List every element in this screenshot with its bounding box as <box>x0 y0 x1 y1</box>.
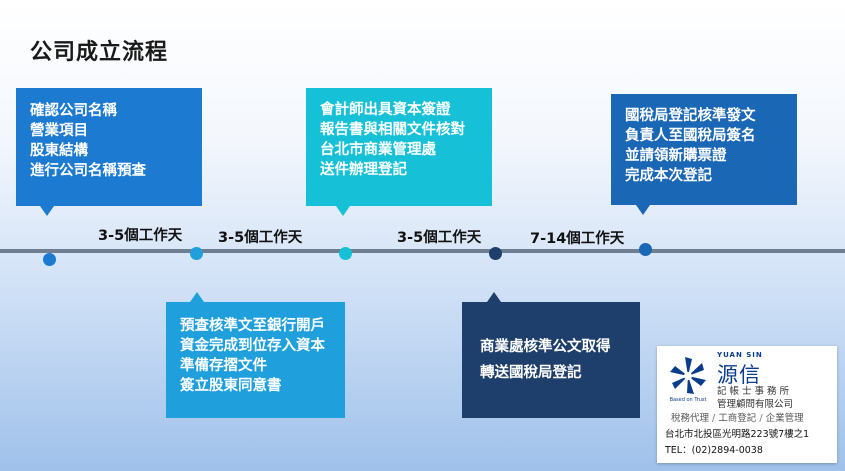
step-2-line-3: 準備存摺文件 <box>180 358 267 374</box>
company-sub-1: 記帳士事務所 <box>717 386 793 397</box>
step-2-line-4: 簽立股東同意書 <box>180 378 282 394</box>
company-logo-icon: Based on Trust <box>670 357 707 403</box>
company-name-en: YUAN SIN <box>717 351 763 359</box>
step-1-dot <box>43 253 56 266</box>
step-1-pointer <box>40 206 54 216</box>
step-5-line-4: 完成本次登記 <box>625 168 712 184</box>
logo-tagline: Based on Trust <box>670 397 707 403</box>
step-3-dot <box>339 247 352 260</box>
step-4-line-1: 商業處核準公文取得 <box>480 339 611 355</box>
step-2-dot <box>190 247 203 260</box>
step-5-line-2: 負責人至國稅局簽名 <box>625 128 756 144</box>
step-1-line-1: 確認公司名稱 <box>30 103 117 119</box>
step-3-line-3: 台北市商業管理處 <box>320 142 436 158</box>
step-2-line-2: 資金完成到位存入資本 <box>180 338 325 354</box>
step-1-line-4: 進行公司名稱預查 <box>30 163 146 179</box>
company-card: Based on Trust YUAN SIN 源信 記帳士事務所 管理顧問有限… <box>657 346 837 463</box>
step-1-line-3: 股東結構 <box>30 143 88 159</box>
service-3: 企業管理 <box>765 413 804 424</box>
step-2-pointer <box>190 292 204 302</box>
step-3-line-2: 報告書與相關文件核對 <box>320 122 465 138</box>
service-1: 稅務代理 <box>671 413 710 424</box>
step-3-line-4: 送件辦理登記 <box>320 162 407 178</box>
step-5-pointer <box>636 205 650 215</box>
service-2: 工商登記 <box>718 413 757 424</box>
page-title: 公司成立流程 <box>30 40 169 65</box>
step-5-line-3: 並請領新購票證 <box>625 148 727 164</box>
step-box-2: 預查核準文至銀行開戶 資金完成到位存入資本 準備存摺文件 簽立股東同意書 <box>166 302 345 418</box>
step-4-pointer <box>487 292 501 302</box>
step-box-1: 確認公司名稱 營業項目 股東結構 進行公司名稱預查 <box>16 88 202 206</box>
step-3-pointer <box>336 206 350 216</box>
duration-label-1: 3-5個工作天 <box>98 228 183 244</box>
company-address: 台北市北投區光明路223號7樓之1 <box>665 429 810 440</box>
company-tel: TEL：(02)2894-0038 <box>665 445 763 456</box>
duration-label-2: 3-5個工作天 <box>218 230 303 246</box>
step-2-line-1: 預查核準文至銀行開戶 <box>180 318 325 334</box>
company-sub-2: 管理顧問有限公司 <box>717 399 794 410</box>
duration-label-3: 3-5個工作天 <box>397 230 482 246</box>
company-services: 稅務代理 / 工商登記 / 企業管理 <box>671 413 804 424</box>
step-4-dot <box>489 247 502 260</box>
company-name-zh: 源信 <box>717 363 761 387</box>
timeline-line <box>0 249 845 253</box>
step-3-line-1: 會計師出具資本簽證 <box>320 102 451 118</box>
duration-label-4: 7-14個工作天 <box>530 231 625 247</box>
step-box-3: 會計師出具資本簽證 報告書與相關文件核對 台北市商業管理處 送件辦理登記 <box>306 88 492 206</box>
step-box-4: 商業處核準公文取得 轉送國稅局登記 <box>462 302 640 418</box>
step-4-line-2: 轉送國稅局登記 <box>480 365 582 381</box>
step-box-5: 國稅局登記核準發文 負責人至國稅局簽名 並請領新購票證 完成本次登記 <box>611 94 797 205</box>
step-5-line-1: 國稅局登記核準發文 <box>625 108 756 124</box>
step-1-line-2: 營業項目 <box>30 123 88 139</box>
step-5-dot <box>639 243 652 256</box>
